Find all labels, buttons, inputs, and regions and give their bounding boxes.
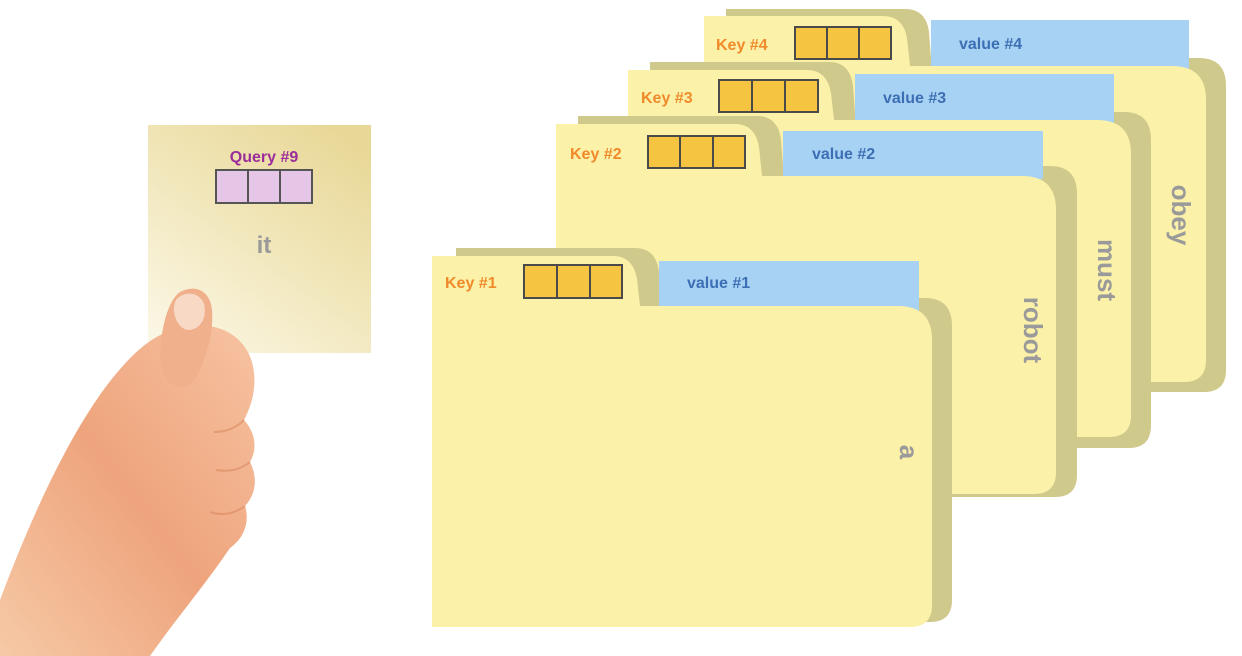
folder-3-key-vector bbox=[718, 79, 819, 113]
folder-1-key-vector bbox=[523, 264, 623, 299]
thumbnail bbox=[173, 293, 205, 331]
folder-2-key-label: Key #2 bbox=[570, 146, 622, 163]
folder-1-body bbox=[432, 306, 932, 627]
folder-2-key-vector bbox=[647, 135, 746, 169]
folder-4-value-label: value #4 bbox=[959, 36, 1022, 53]
folder-4-key-label: Key #4 bbox=[716, 37, 768, 54]
folder-2-value-label: value #2 bbox=[812, 146, 875, 163]
hand-palm bbox=[0, 325, 255, 656]
folder-1-key-label: Key #1 bbox=[445, 275, 497, 292]
folder-3-word: must bbox=[1092, 239, 1122, 301]
folder-4-key-vector bbox=[794, 26, 892, 60]
folder-1-word: a bbox=[894, 445, 924, 460]
folder-3-value-tab bbox=[855, 74, 1114, 124]
finger-creases bbox=[209, 419, 251, 515]
folder-1: Key #1 value #1 a bbox=[432, 248, 952, 627]
folder-4-word: obey bbox=[1166, 185, 1196, 246]
query-vector bbox=[215, 169, 313, 204]
query-word: it bbox=[257, 232, 272, 259]
folder-3-key-label: Key #3 bbox=[641, 90, 693, 107]
folder-stack: Key #4 value #4 obey Key #3 value #3 mus… bbox=[432, 9, 1226, 627]
folder-4-value-tab bbox=[931, 20, 1189, 70]
folder-2-value-tab bbox=[783, 131, 1043, 179]
hand-illustration bbox=[0, 288, 255, 656]
folder-1-value-label: value #1 bbox=[687, 275, 750, 292]
folder-2-word: robot bbox=[1018, 297, 1048, 364]
folder-1-value-tab bbox=[659, 261, 919, 311]
folder-3-value-label: value #3 bbox=[883, 90, 946, 107]
query-label: Query #9 bbox=[230, 149, 299, 166]
